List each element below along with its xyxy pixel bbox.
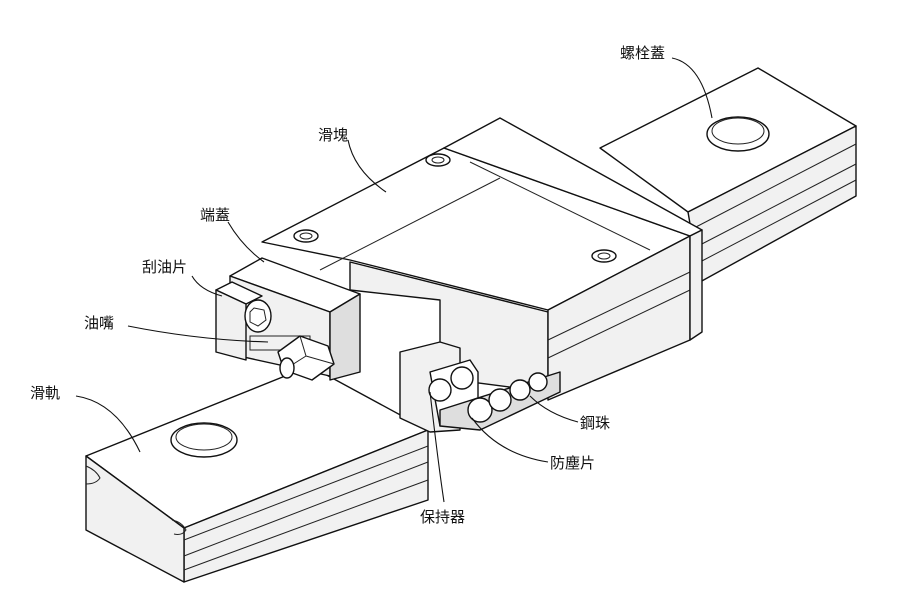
scraper-plate <box>215 281 263 361</box>
label-bolt-cap: 螺栓蓋 <box>620 44 665 62</box>
ball-2 <box>450 366 474 390</box>
ball-4 <box>488 388 512 412</box>
cutaway <box>399 341 561 433</box>
bolt-hole-front <box>170 422 238 458</box>
ball-1 <box>428 378 452 402</box>
ball-5 <box>509 379 531 401</box>
label-retainer: 保持器 <box>420 508 465 526</box>
label-steel-ball: 鋼珠 <box>580 414 610 432</box>
label-grease-nipple: 油嘴 <box>84 314 114 332</box>
leader-lines <box>75 57 713 503</box>
tapped-hole-1 <box>425 153 451 167</box>
rail-front <box>85 365 429 583</box>
rail-back <box>599 67 857 283</box>
grease-nipple-part <box>244 299 335 381</box>
ball-6 <box>528 372 548 392</box>
tapped-hole-2 <box>293 229 319 243</box>
label-carriage: 滑塊 <box>318 126 348 144</box>
label-rail: 滑軌 <box>30 384 60 402</box>
ball-3 <box>467 397 493 423</box>
bolt-hole-back <box>706 116 770 152</box>
label-end-cap: 端蓋 <box>200 206 230 224</box>
tapped-hole-3 <box>591 249 617 263</box>
carriage-body <box>261 117 703 401</box>
label-seal: 防塵片 <box>550 454 595 472</box>
label-scraper: 刮油片 <box>142 258 187 276</box>
